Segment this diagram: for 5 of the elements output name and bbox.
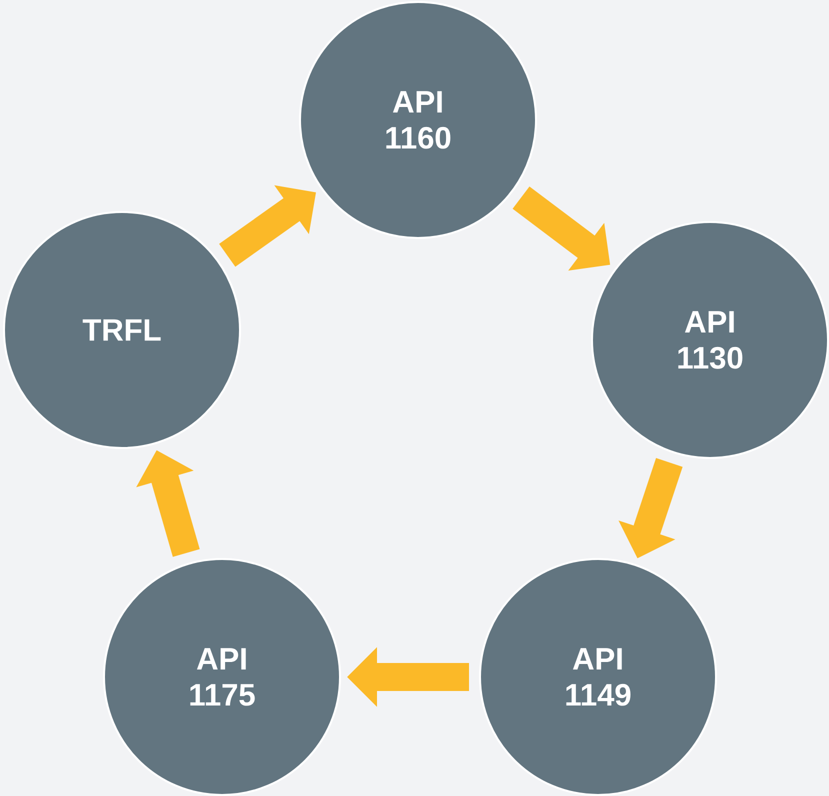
circle-node: API 1160 [299, 1, 537, 239]
circle-node: API 1130 [591, 221, 829, 459]
circle-node: TRFL [3, 211, 241, 449]
circle-node: API 1175 [103, 558, 341, 796]
circle-node: API 1149 [479, 558, 717, 796]
